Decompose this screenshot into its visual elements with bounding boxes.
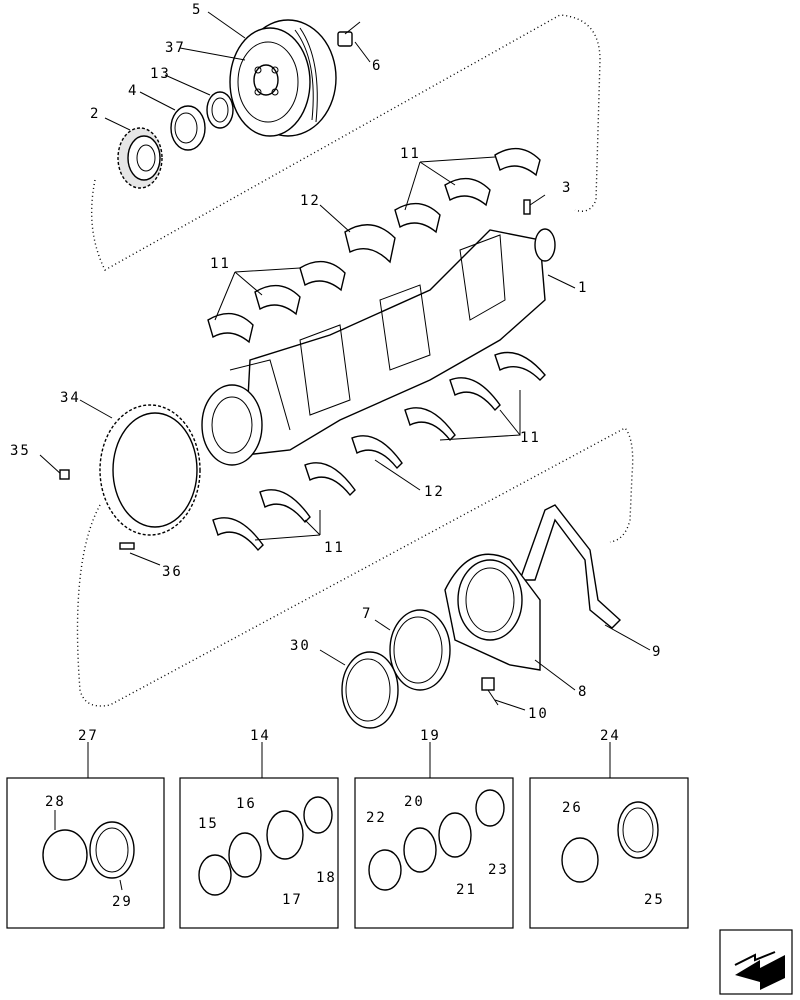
callout-11-lower-left: 11: [324, 540, 345, 556]
dowel-pin-bottom: [119, 542, 135, 550]
rear-seal-ring: [341, 651, 399, 729]
callout-19: 19: [420, 728, 441, 744]
callout-7: 7: [362, 606, 372, 622]
callout-23: 23: [488, 862, 509, 878]
callout-34: 34: [60, 390, 81, 406]
callout-1: 1: [578, 280, 588, 296]
next-page-arrow-icon: [734, 951, 785, 990]
dowel-pin-top: [523, 199, 531, 215]
dotted-outline-lower: [76, 427, 634, 707]
callout-labels: 5 37 6 13 4 2 11 3 12 11 1 34 11 35 12 1…: [10, 2, 665, 910]
callout-17: 17: [282, 892, 303, 908]
upper-bearing-shells: [207, 147, 541, 344]
spacer-ring: [206, 91, 234, 129]
seal-ring-front: [170, 105, 206, 151]
damper-pulley: [229, 19, 337, 137]
callout-21: 21: [456, 882, 477, 898]
callout-2: 2: [90, 106, 100, 122]
callout-28: 28: [45, 794, 66, 810]
callout-9: 9: [652, 644, 662, 660]
flywheel-ring-gear: [99, 404, 201, 536]
callout-12-upper: 12: [300, 193, 321, 209]
dotted-outline-upper: [91, 14, 601, 271]
callout-36: 36: [162, 564, 183, 580]
callout-22: 22: [366, 810, 387, 826]
callout-6: 6: [372, 58, 382, 74]
crank-gear: [117, 127, 163, 189]
kit-box-14: [179, 742, 339, 929]
callout-37: 37: [165, 40, 186, 56]
callout-20: 20: [404, 794, 425, 810]
callout-11-upper-left: 11: [210, 256, 231, 272]
housing-bolt: [481, 677, 499, 706]
rear-gasket: [519, 504, 622, 629]
callout-14: 14: [250, 728, 271, 744]
callout-30: 30: [290, 638, 311, 654]
callout-4: 4: [128, 83, 138, 99]
kit-box-19: [354, 742, 514, 929]
kit-box-27: [6, 742, 165, 929]
callout-11-upper-right: 11: [400, 146, 421, 162]
leader-lines: [79, 11, 651, 711]
callout-15: 15: [198, 816, 219, 832]
callout-24: 24: [600, 728, 621, 744]
callout-13: 13: [150, 66, 171, 82]
next-page-button[interactable]: [719, 929, 793, 995]
callout-35: 35: [10, 443, 31, 459]
pulley-bolt: [337, 21, 361, 47]
callout-18: 18: [316, 870, 337, 886]
callout-5: 5: [192, 2, 202, 18]
callout-16: 16: [236, 796, 257, 812]
rear-seal: [389, 609, 451, 691]
callout-3: 3: [562, 180, 572, 196]
callout-12-lower: 12: [424, 484, 445, 500]
callout-10: 10: [528, 706, 549, 722]
rear-seal-housing: [444, 553, 541, 671]
kit-box-24: [529, 742, 689, 929]
callout-27: 27: [78, 728, 99, 744]
lower-bearing-shells: [212, 351, 546, 552]
callout-25: 25: [644, 892, 665, 908]
crankshaft: [201, 228, 556, 466]
callout-26: 26: [562, 800, 583, 816]
ring-bolt: [39, 454, 70, 480]
callout-29: 29: [112, 894, 133, 910]
callout-11-lower-right: 11: [520, 430, 541, 446]
callout-8: 8: [578, 684, 588, 700]
